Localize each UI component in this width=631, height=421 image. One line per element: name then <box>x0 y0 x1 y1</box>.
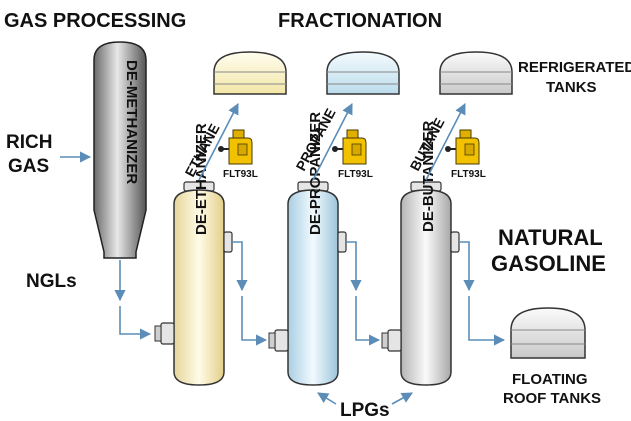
butane-overhead-arrow <box>425 103 466 181</box>
rich-gas-label-line2: GAS <box>8 156 49 177</box>
header-fractionation: FRACTIONATION <box>278 10 442 32</box>
sensor-label-propane: FLT93L <box>338 169 373 180</box>
propane-overhead-arrow <box>312 103 353 181</box>
refrigerated-tank-butane <box>439 51 513 95</box>
flow-sensor-butane <box>445 129 480 165</box>
demethanizer-column: DE-METHANIZER <box>93 41 147 259</box>
debutanizer-column: DE-BUTANIZER <box>381 120 460 386</box>
natural-gasoline-label-line2: GASOLINE <box>491 251 606 276</box>
propanizer-bottoms-arrow <box>346 241 362 292</box>
flow-sensor-ethane <box>218 129 253 165</box>
demethanizer-label: DE-METHANIZER <box>123 60 140 184</box>
flow-sensor-propane <box>332 129 367 165</box>
deethanizer-label: DE-ETHANIZER <box>193 123 210 235</box>
deethanizer-column: DE-ETHANIZER <box>154 123 233 386</box>
lpgs-label: LPGs <box>340 400 390 421</box>
ngls-label: NGLs <box>26 271 77 292</box>
butanizer-bottoms-arrow <box>459 241 475 292</box>
lpg-left-arrow <box>317 392 337 405</box>
to-floating-tank-arrow <box>468 296 506 346</box>
floating-roof-tanks-line1: FLOATING <box>512 371 588 388</box>
header-gas-processing: GAS PROCESSING <box>4 10 186 32</box>
refrigerated-tanks-label-line2: TANKS <box>546 79 597 96</box>
to-depropanizer-arrow <box>241 296 268 346</box>
refrigerated-tank-propane <box>326 51 400 95</box>
refrigerated-tank-ethane <box>213 51 287 95</box>
floating-roof-tank <box>510 307 586 359</box>
floating-roof-tanks-line2: ROOF TANKS <box>503 390 601 407</box>
refrigerated-tanks-label-line1: REFRIGERATED <box>518 59 631 76</box>
natural-gasoline-label-line1: NATURAL <box>498 225 603 250</box>
sensor-label-ethane: FLT93L <box>223 169 258 180</box>
ethanizer-bottoms-arrow <box>232 241 248 292</box>
ethane-overhead-arrow <box>198 103 239 181</box>
sensor-label-butane: FLT93L <box>451 169 486 180</box>
to-debutanizer-arrow <box>355 296 381 346</box>
lpg-right-arrow <box>391 392 413 405</box>
ngl-feed-arrow <box>119 306 152 340</box>
rich-gas-label-line1: RICH <box>6 132 52 153</box>
